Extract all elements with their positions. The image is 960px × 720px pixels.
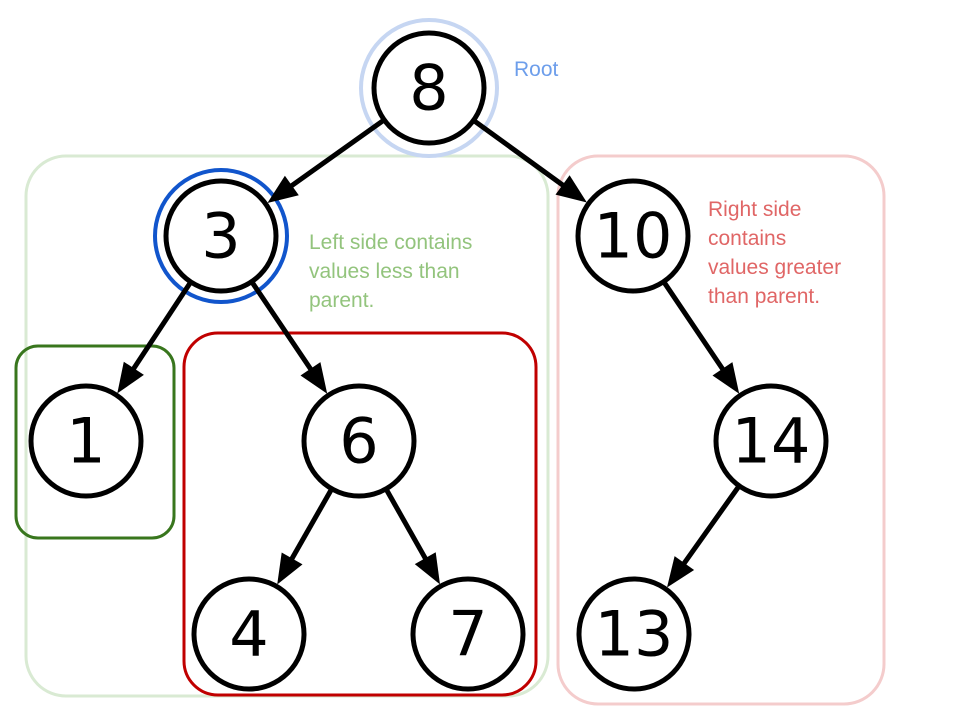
root-highlight-ring <box>359 18 499 158</box>
node-three-highlight-ring <box>153 168 289 304</box>
left-annotation-line: parent. <box>309 289 374 312</box>
edge-line <box>384 489 430 563</box>
tree-node: 1 <box>28 383 144 499</box>
right-annotation-line: values greater <box>708 256 841 279</box>
edge-line <box>473 119 568 190</box>
tree-node: 13 <box>576 576 692 692</box>
tree-node: 8 <box>371 30 487 146</box>
node-label: 3 <box>201 200 240 273</box>
node-label: 1 <box>66 405 105 478</box>
node-label: 4 <box>229 598 268 671</box>
subtree-six-box <box>182 331 538 697</box>
arrow-head <box>300 362 328 394</box>
right-subtree-box <box>556 154 886 706</box>
right-annotation-line: than parent. <box>708 285 820 308</box>
edge-line <box>129 282 192 374</box>
left-annotation-line: Left side contains <box>309 231 472 254</box>
edge-line <box>662 281 727 374</box>
leaf-one-box <box>14 344 176 540</box>
tree-node: 10 <box>575 178 691 294</box>
left-annotation-line: values less than <box>309 260 460 283</box>
node-label: 8 <box>409 52 448 125</box>
right-annotation-line: Right side <box>708 198 801 221</box>
arrow-head <box>277 552 303 585</box>
right-annotation-line: contains <box>708 227 786 250</box>
node-label: 14 <box>732 405 811 478</box>
tree-edge <box>250 281 328 394</box>
node-label: 7 <box>448 598 487 671</box>
arrow-head <box>555 175 587 203</box>
tree-edge <box>117 282 192 394</box>
tree-node: 6 <box>301 383 417 499</box>
edge-line <box>250 281 315 374</box>
tree-edge <box>384 489 440 585</box>
node-label: 10 <box>594 200 673 273</box>
tree-edge <box>277 489 333 585</box>
arrow-head <box>267 175 299 203</box>
node-label: 13 <box>595 598 674 671</box>
tree-edge <box>662 281 740 394</box>
edge-line <box>287 118 385 190</box>
edge-line <box>287 489 333 564</box>
arrow-head <box>667 556 695 588</box>
tree-edge <box>667 486 741 588</box>
arrow-head <box>117 361 144 394</box>
tree-edge <box>473 119 587 203</box>
node-label: 6 <box>339 405 378 478</box>
tree-edge <box>267 118 385 203</box>
edge-line <box>679 486 741 568</box>
right-side-annotation: Right side contains values greater than … <box>708 198 847 308</box>
arrow-head <box>414 552 440 585</box>
tree-node: 3 <box>163 178 279 294</box>
root-annotation: Root <box>514 58 559 81</box>
edges <box>117 118 741 588</box>
tree-node: 4 <box>191 576 307 692</box>
tree-node: 14 <box>713 383 829 499</box>
left-side-annotation: Left side contains values less than pare… <box>309 231 478 312</box>
tree-node: 7 <box>410 576 526 692</box>
arrow-head <box>712 362 740 394</box>
